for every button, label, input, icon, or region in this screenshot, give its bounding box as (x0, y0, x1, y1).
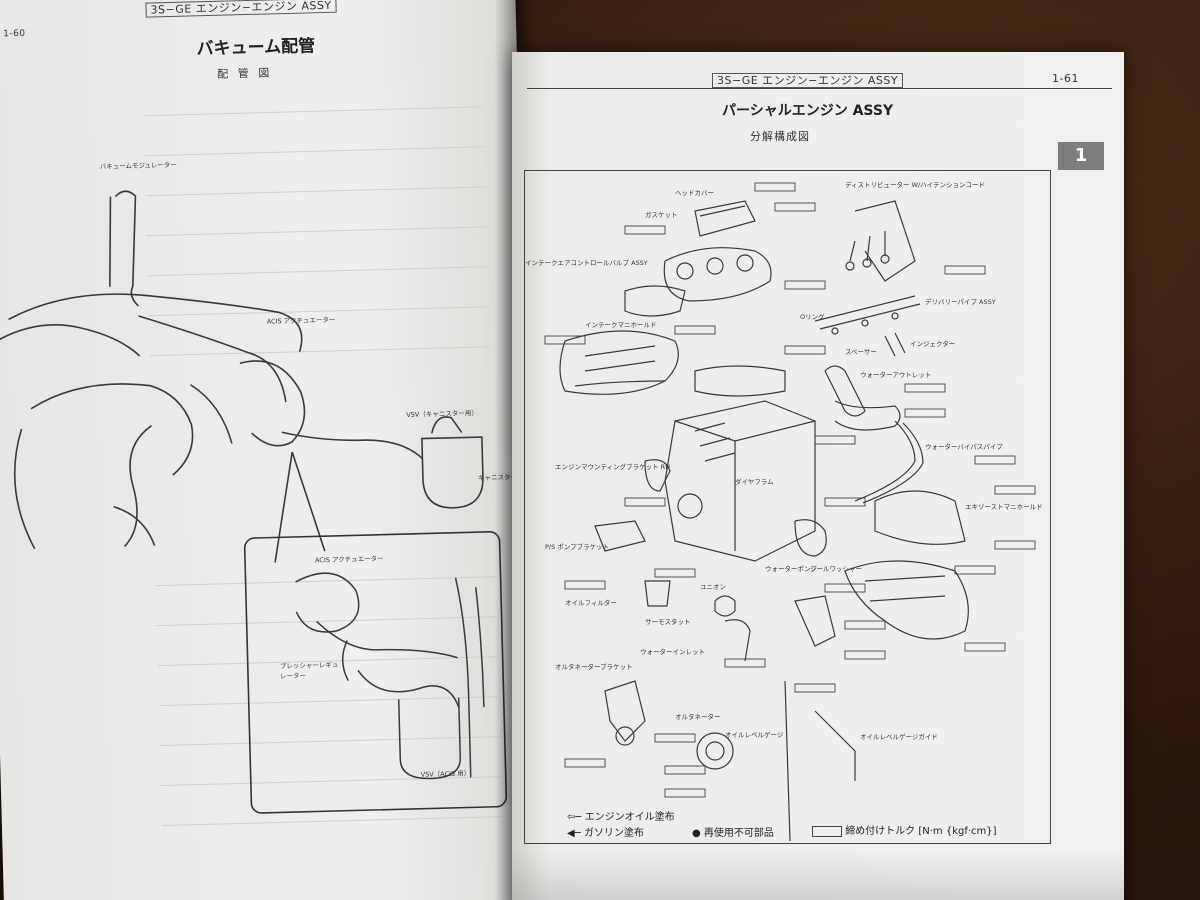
label-acis-actuator: ACIS アクチュエーター (266, 315, 336, 326)
torque-box-icon (812, 825, 842, 837)
legend-gasoline: ◀─ ガソリン塗布 (567, 824, 644, 839)
label-alternator: オルタネーター (675, 713, 721, 721)
right-page-subtitle: 分解構成図 (750, 130, 810, 143)
gasoline-arrow-icon: ◀─ (567, 828, 581, 839)
label-acis-actuator-inset: ACIS アクチュエーター (314, 554, 384, 565)
right-page-header: 3S−GE エンジン−エンジン ASSY (712, 72, 904, 88)
label-vacuum-modulator: バキュームモジュレーター (99, 160, 177, 171)
right-page: 3S−GE エンジン−エンジン ASSY 1-61 パーシャルエンジン ASSY… (512, 52, 1124, 900)
legend-non-reusable-text: 再使用不可部品 (703, 828, 774, 839)
label-diaphragm: ダイヤフラム (735, 478, 774, 486)
vacuum-piping-diagram (0, 106, 508, 827)
non-reusable-dot-icon: ● (692, 828, 701, 839)
legend-gasoline-text: ガソリン塗布 (583, 828, 644, 839)
label-distributor: ディストリビューター W/ハイテンションコード (845, 181, 985, 189)
label-o-ring: Oリング (800, 313, 825, 321)
right-page-title: パーシャルエンジン ASSY (722, 103, 894, 119)
label-vsv-acis: VSV（ACIS 用） (420, 769, 471, 779)
section-tab: 1 (1058, 142, 1104, 170)
right-page-number: 1-61 (1052, 72, 1079, 85)
label-oil-filter: オイルフィルター (565, 599, 617, 607)
exploded-view-diagram: ディストリビューター W/ハイテンションコード ヘッドカバー ガスケット インテ… (524, 170, 1051, 844)
label-intake-control-valve: インテークエアコントロールバルブ ASSY (525, 259, 648, 267)
label-head-cover: ヘッドカバー (675, 189, 714, 197)
label-mounting-bracket: エンジンマウンティングブラケット RH (555, 463, 671, 471)
right-page-header-text: 3S−GE エンジン−エンジン ASSY (712, 73, 904, 88)
label-delivery-pipe: デリバリーパイプ ASSY (925, 298, 996, 306)
label-seal-washer: シールワッシャー (810, 565, 862, 573)
label-water-bypass-pipe: ウォーターバイパスパイプ (925, 443, 1003, 451)
label-oil-level-gauge-guide: オイルレベルゲージガイド (860, 733, 938, 741)
legend-oil-text: エンジンオイル塗布 (584, 812, 675, 823)
label-ps-pump-bracket: P/S ポンプブラケット (545, 543, 610, 551)
label-exhaust-manifold: エキゾーストマニホールド (965, 503, 1043, 511)
label-water-outlet: ウォーターアウトレット (860, 371, 932, 379)
page-bottom-shadow (512, 850, 1124, 900)
legend-oil: ⇦─ エンジンオイル塗布 (567, 808, 675, 823)
label-water-pump: ウォーターポンプ (765, 565, 817, 573)
label-spacer: スペーサー (845, 348, 877, 356)
label-water-inlet: ウォーターインレット (640, 648, 705, 656)
label-intake-manifold: インテークマニホールド (585, 321, 657, 329)
label-thermostat: サーモスタット (645, 618, 691, 626)
label-vsv-canister: VSV（キャニスター用） (406, 409, 478, 419)
label-injector: インジェクター (910, 340, 956, 348)
header-rule (527, 88, 1112, 89)
oil-arrow-icon: ⇦─ (567, 812, 582, 823)
label-alternator-bracket: オルタネーターブラケット (555, 663, 633, 671)
legend-non-reusable: ● 再使用不可部品 (692, 824, 774, 839)
left-page: 3S−GE エンジン−エンジン ASSY 1-60 バキューム配管 配 管 図 (0, 0, 540, 900)
legend-torque-text: 締め付けトルク [N·m {kgf·cm}] (845, 826, 997, 837)
label-union: ユニオン (700, 583, 726, 591)
legend-torque: 締め付けトルク [N·m {kgf·cm}] (812, 822, 997, 837)
exploded-view-drawing (544, 182, 1036, 842)
label-gasket: ガスケット (645, 211, 678, 219)
label-pressure-regulator: プレッシャーレギュレーター (279, 660, 339, 681)
label-oil-level-gauge: オイルレベルゲージ (725, 731, 784, 739)
